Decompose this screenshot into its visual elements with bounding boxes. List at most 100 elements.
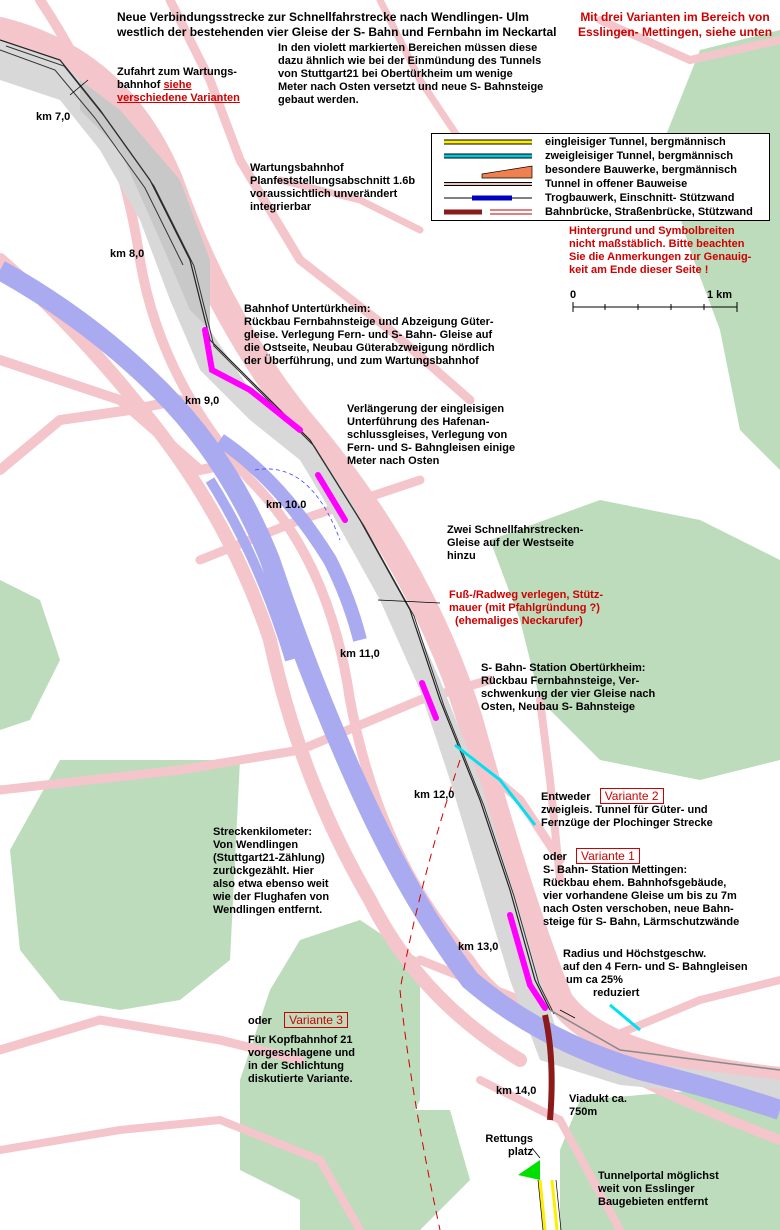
- untertuerkheim-label: Bahnhof Untertürkheim: Rückbau Fernbahns…: [244, 303, 495, 368]
- zufahrt-link-2[interactable]: verschiedene Varianten: [117, 92, 240, 104]
- rettung-label: Rettungs platz: [483, 1133, 533, 1159]
- hafen-label: Verlängerung der eingleisigen Unterführu…: [347, 403, 515, 468]
- obertuerkheim-line: Rückbau Fernbahnsteige, Ver-: [481, 675, 640, 687]
- km-label-11: km 11,0: [340, 648, 380, 660]
- hafen-line: schlussgleises, Verlegung von: [347, 429, 508, 441]
- variante-1-line: vier vorhandene Gleise um bis zu 7m: [543, 890, 737, 902]
- variante-1-line: Rückbau ehem. Bahnhofsgebäude,: [543, 877, 727, 889]
- scale-note-line: Sie die Anmerkungen zur Genauig-: [569, 251, 752, 263]
- variante-1-box[interactable]: Variante 1: [576, 848, 640, 864]
- legend-item: Bahnbrücke, Straßenbrücke, Stützwand: [545, 206, 753, 218]
- viadukt-label: Viadukt ca. 750m: [569, 1093, 627, 1119]
- tunnel-note-line: von Stuttgart21 bei Obertürkheim um weni…: [278, 68, 513, 80]
- hafen-line: Meter nach Osten: [347, 455, 440, 467]
- hafen-line: Verlängerung der eingleisigen: [347, 403, 505, 415]
- hafen-line: Fern- und S- Bahngleisen einige: [347, 442, 516, 454]
- variante-3-route: [399, 759, 461, 1230]
- viadukt-line: Viadukt ca.: [569, 1093, 627, 1105]
- variante-2-prefix: Entweder: [541, 791, 591, 803]
- zufahrt-link[interactable]: siehe: [163, 79, 192, 91]
- blue-dashed: [254, 468, 341, 541]
- untertuerkheim-line: der Überführung, und zum Wartungsbahnhof: [244, 355, 479, 367]
- zwei-gleise-line: hinzu: [447, 550, 476, 562]
- scale-label-1km: 1 km: [707, 289, 733, 301]
- obertuerkheim-line: Osten, Neubau S- Bahnsteige: [481, 701, 636, 713]
- tunnel-note-line: gebaut werden.: [278, 94, 359, 106]
- km-label-8: km 8,0: [110, 248, 145, 260]
- streckenkm-line: Wendlingen entfernt.: [213, 904, 323, 916]
- scale-note-line: keit am Ende dieser Seite !: [569, 264, 709, 276]
- km-label-14: km 14,0: [496, 1085, 537, 1097]
- streckenkm-label: Streckenkilometer: Von Wendlingen (Stutt…: [213, 826, 329, 917]
- radius-line: auf den 4 Fern- und S- Bahngleisen: [563, 961, 748, 973]
- rail-line-east: [549, 1009, 780, 1071]
- scale-note: Hintergrund und Symbolbreiten nicht maßs…: [569, 225, 751, 277]
- scale-note-line: Hintergrund und Symbolbreiten: [569, 225, 735, 237]
- pointer-lines: [69, 79, 576, 1159]
- radius-line: Radius und Höchstgeschw.: [563, 948, 707, 960]
- harbour-basin: [216, 434, 367, 642]
- variante-3-line: in der Schlichtung: [248, 1060, 344, 1072]
- wartung-line: integrierbar: [250, 201, 312, 213]
- legend-item: Trogbauwerk, Einschnitt- Stützwand: [545, 192, 735, 204]
- streckenkm-line: zurückgezählt. Hier: [213, 865, 314, 877]
- variante-3-line: vorgeschlagene und: [248, 1047, 355, 1059]
- wartung-line: Planfeststellungsabschnitt 1.6b: [250, 175, 416, 187]
- scale-label-0: 0: [570, 289, 577, 301]
- tunnel-note-line: Meter nach Osten versetzt und neue S- Ba…: [278, 81, 544, 93]
- variante-3-box[interactable]: Variante 3: [284, 1012, 348, 1028]
- variante-3-label: oder Variante 3 Für Kopfbahnhof 21 vorge…: [248, 1012, 355, 1086]
- wartung-line: voraussichtlich unverändert: [250, 188, 398, 200]
- obertuerkheim-line: schwenkung der vier Gleise nach: [481, 688, 656, 700]
- rettung-line: Rettungs: [485, 1133, 534, 1145]
- rail-line-2: [5, 45, 555, 1015]
- untertuerkheim-line: Bahnhof Untertürkheim:: [244, 303, 371, 315]
- variante-1-line: steige für S- Bahn, Lärmschutzwände: [543, 916, 740, 928]
- untertuerkheim-line: Rückbau Fernbahnsteige und Abzeigung Güt…: [244, 316, 494, 328]
- km-label-10: km 10.0: [266, 499, 307, 511]
- portal-line: Baugebieten entfernt: [598, 1196, 709, 1208]
- map-title: Neue Verbindungsstrecke zur Schnellfahrs…: [117, 10, 556, 40]
- rettung-line: platz: [508, 1146, 534, 1158]
- forest-areas: [0, 30, 780, 1230]
- title-line: westlich der bestehenden vier Gleise der…: [117, 25, 557, 39]
- legend-item: eingleisiger Tunnel, bergmännisch: [545, 136, 726, 148]
- zwei-gleise-line: Gleise auf der Westseite: [447, 537, 574, 549]
- portal-line: Tunnelportal möglichst: [598, 1170, 719, 1182]
- fussweg-line: (ehemaliges Neckarufer): [455, 615, 583, 627]
- viadukt-line: 750m: [569, 1106, 598, 1118]
- variante-2-box[interactable]: Variante 2: [599, 788, 664, 804]
- variante-2-label: Entweder Variante 2 zweigleis. Tunnel fü…: [541, 788, 713, 830]
- legend-item: zweigleisiger Tunnel, bergmännisch: [545, 150, 734, 162]
- tunnel-outline: [537, 1179, 562, 1230]
- variante-3-line: diskutierte Variante.: [248, 1073, 353, 1085]
- rettungsplatz: [518, 1160, 540, 1180]
- untertuerkheim-line: gleise. Verlegung Fern- und S- Bahn- Gle…: [244, 329, 493, 341]
- scale-note-line: nicht maßstäblich. Bitte beachten: [569, 238, 745, 250]
- title-line: Neue Verbindungsstrecke zur Schnellfahrs…: [117, 10, 529, 24]
- untertuerkheim-line: die Ostseite, Neubau Güterabzweigung nör…: [244, 342, 495, 354]
- wartung-line: Wartungsbahnhof: [250, 162, 344, 174]
- streckenkm-line: (Stuttgart21-Zählung): [213, 852, 325, 864]
- variants-note: Mit drei Varianten im Bereich von Esslin…: [578, 10, 772, 40]
- streckenkm-line: also etwa ebenso weit: [213, 878, 329, 890]
- fussweg-line: mauer (mit Pfahlgründung ?): [449, 602, 600, 614]
- km-label-13: km 13,0: [458, 941, 499, 953]
- tunnel-note: In den violett markierten Bereichen müss…: [278, 42, 543, 107]
- single-track-tunnels: [538, 1179, 559, 1230]
- viaduct: [542, 1014, 555, 1121]
- portal-label: Tunnelportal möglichst weit von Esslinge…: [598, 1170, 719, 1209]
- hafen-line: Unterführung des Hafenan-: [347, 416, 490, 428]
- variants-note-line: Esslingen- Mettingen, siehe unten: [578, 25, 773, 39]
- zufahrt-line: Zufahrt zum Wartungs-: [117, 66, 237, 78]
- legend-symbols: [444, 139, 533, 215]
- variante-3-line: Für Kopfbahnhof 21: [248, 1034, 353, 1046]
- km-label-12: km 12,0: [414, 789, 455, 801]
- variante-2-tunnel: [454, 743, 537, 826]
- obertuerkheim-line: S- Bahn- Station Obertürkheim:: [481, 662, 646, 674]
- portal-line: weit von Esslinger: [598, 1183, 695, 1195]
- km-label-7: km 7,0: [36, 111, 71, 123]
- streckenkm-line: wie der Flughafen von: [213, 891, 330, 903]
- neckar-river: [0, 261, 780, 1120]
